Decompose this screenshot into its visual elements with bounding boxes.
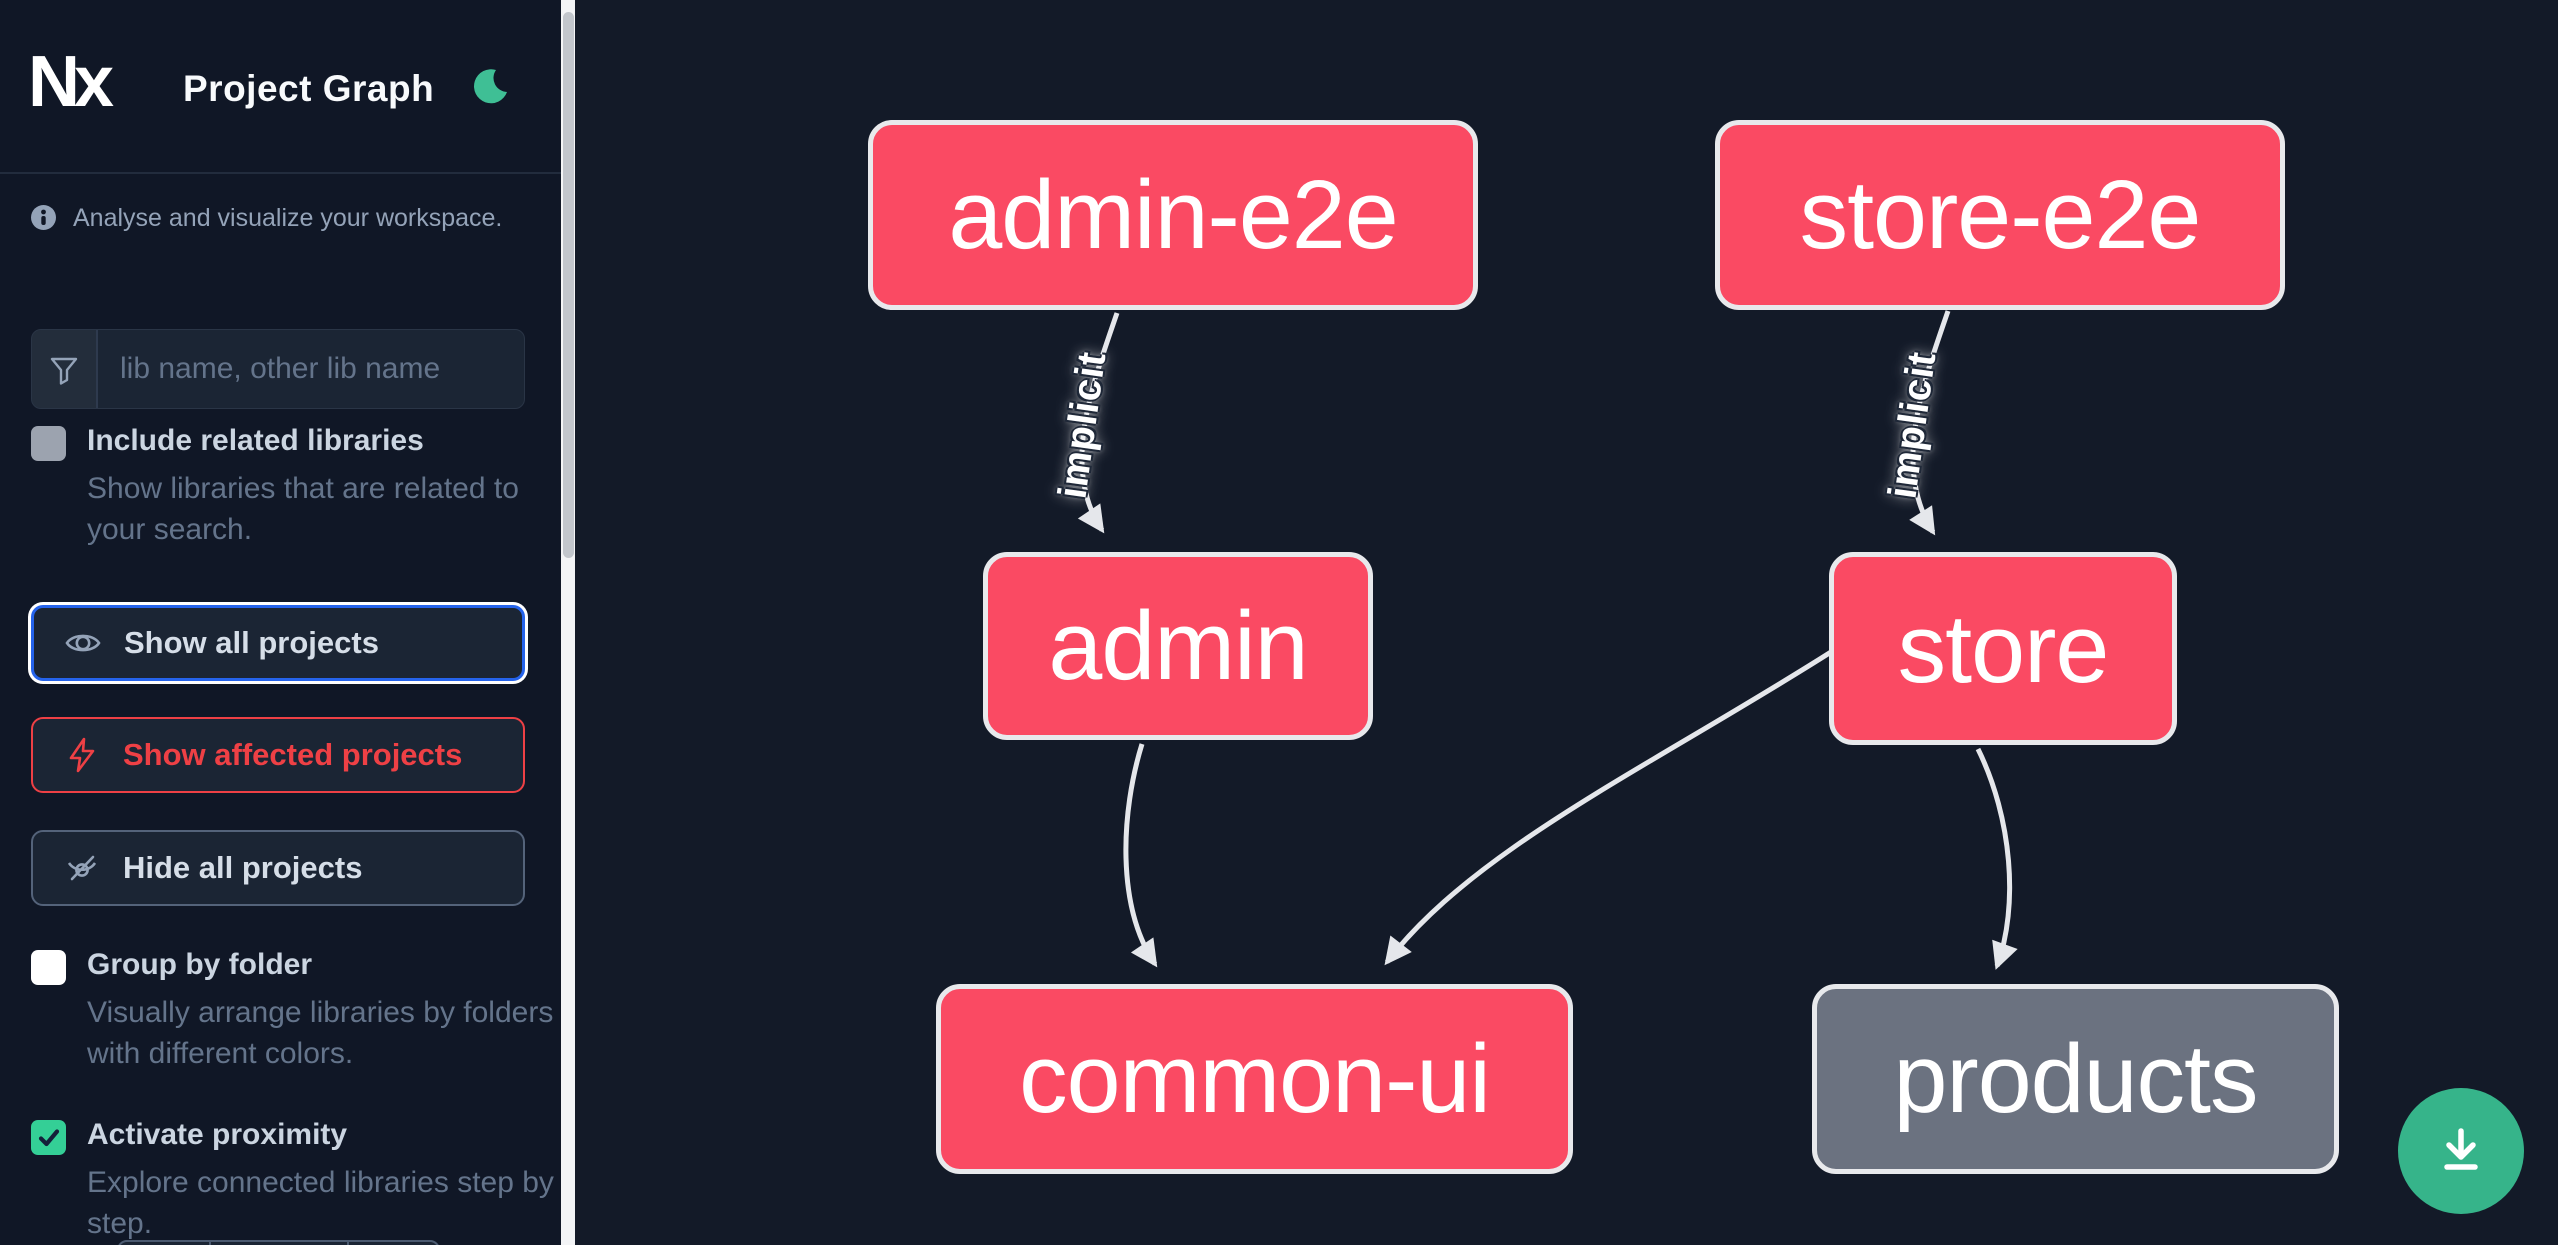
toggle-label: Activate proximity	[87, 1118, 348, 1151]
segment-button[interactable]	[211, 1242, 350, 1245]
bolt-icon	[69, 737, 95, 773]
nx-logo: Nx	[28, 44, 120, 122]
node-label: admin	[1048, 591, 1308, 700]
search-box	[31, 329, 525, 409]
toggle-label: Group by folder	[87, 948, 312, 981]
download-image-button[interactable]	[2398, 1088, 2524, 1214]
button-label: Hide all projects	[123, 850, 363, 885]
node-admin-e2e[interactable]: admin-e2e	[868, 120, 1478, 310]
sidebar-scrollbar[interactable]	[561, 0, 575, 1245]
activate-proximity-checkbox[interactable]	[31, 1120, 66, 1155]
node-label: store	[1897, 593, 2110, 703]
hide-all-projects-button[interactable]: Hide all projects	[31, 830, 525, 906]
eye-icon	[65, 634, 101, 652]
node-label: products	[1893, 1024, 2258, 1133]
show-all-projects-button[interactable]: Show all projects	[31, 605, 525, 681]
search-input[interactable]	[98, 330, 524, 408]
toggle-label: Include related libraries	[87, 424, 424, 457]
node-store-e2e[interactable]: store-e2e	[1715, 120, 2285, 310]
zoom-control-partial[interactable]	[117, 1240, 440, 1245]
check-icon	[38, 1128, 59, 1146]
toggle-description: Explore connected libraries step by step…	[87, 1166, 554, 1240]
info-text: Analyse and visualize your workspace.	[73, 204, 503, 232]
node-label: admin-e2e	[948, 160, 1398, 269]
button-label: Show all projects	[124, 625, 379, 660]
toggle-description: Show libraries that are related to your …	[87, 472, 519, 546]
include-related-checkbox[interactable]	[31, 426, 66, 461]
show-affected-projects-button[interactable]: Show affected projects	[31, 717, 525, 793]
moon-icon[interactable]	[470, 66, 510, 106]
scrollbar-thumb[interactable]	[562, 12, 574, 558]
sidebar-header: Nx Project Graph	[0, 0, 561, 174]
toggle-description: Visually arrange libraries by folders wi…	[87, 996, 554, 1070]
info-icon	[31, 205, 56, 230]
node-store[interactable]: store	[1829, 552, 2177, 745]
page-title: Project Graph	[183, 68, 435, 109]
node-admin[interactable]: admin	[983, 552, 1373, 740]
node-label: common-ui	[1019, 1024, 1491, 1133]
node-label: store-e2e	[1799, 160, 2202, 269]
group-by-folder-checkbox[interactable]	[31, 950, 66, 985]
svg-text:Nx: Nx	[28, 44, 114, 122]
node-common-ui[interactable]: common-ui	[936, 984, 1573, 1174]
button-label: Show affected projects	[123, 737, 463, 772]
sidebar: Nx Project Graph Analyse and visualize y…	[0, 0, 561, 1245]
eye-off-icon	[67, 855, 97, 881]
node-products[interactable]: products	[1812, 984, 2339, 1174]
download-icon	[2444, 1128, 2478, 1170]
funnel-icon	[32, 330, 98, 408]
segment-button[interactable]	[119, 1242, 211, 1245]
